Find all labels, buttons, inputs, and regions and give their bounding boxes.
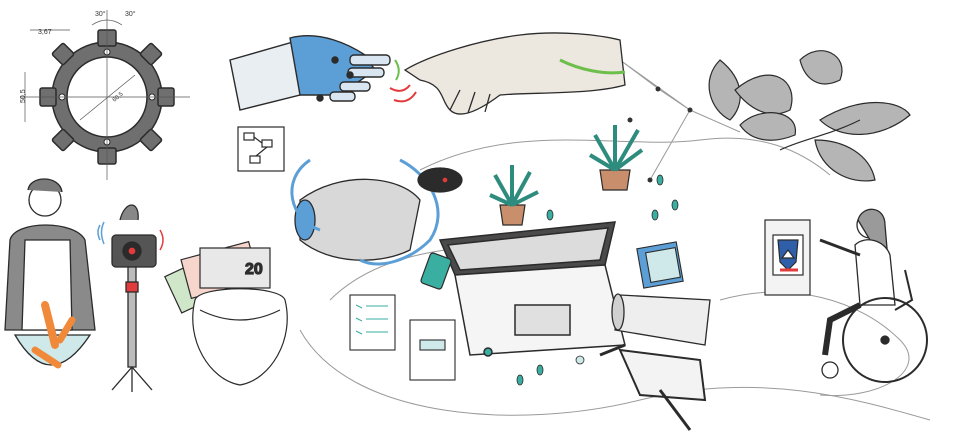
notebook-cards <box>636 241 684 289</box>
woman-cooking <box>4 178 96 369</box>
blood-pressure-cuff <box>290 158 463 266</box>
slovenian-flag-poster <box>764 219 811 296</box>
network-nodes <box>617 57 693 183</box>
laptop <box>438 221 626 357</box>
roll-pin <box>611 293 711 346</box>
gear-dim-vertical: 50,5 <box>20 89 27 103</box>
scattered-pills <box>516 174 679 386</box>
money-and-purse: 20 <box>164 240 288 386</box>
gear-angle-1: 30° <box>95 10 106 18</box>
camera-tripod <box>97 204 164 392</box>
eyeglasses <box>599 343 707 431</box>
banknote-value: 20 <box>245 261 263 278</box>
leaves-branch <box>708 50 911 182</box>
smartphone <box>420 252 452 290</box>
human-hand <box>403 32 626 115</box>
gear-technical-drawing: 3,67 50,5 30° 30° 60,5 <box>20 10 190 180</box>
gear-angle-2: 30° <box>125 10 136 18</box>
flowchart-card <box>237 126 285 172</box>
potted-plants <box>489 125 644 226</box>
checklist-papers <box>349 294 456 381</box>
woman-in-wheelchair <box>819 208 928 383</box>
robot-hand <box>229 35 417 111</box>
gear-dim-left: 3,67 <box>38 29 52 36</box>
